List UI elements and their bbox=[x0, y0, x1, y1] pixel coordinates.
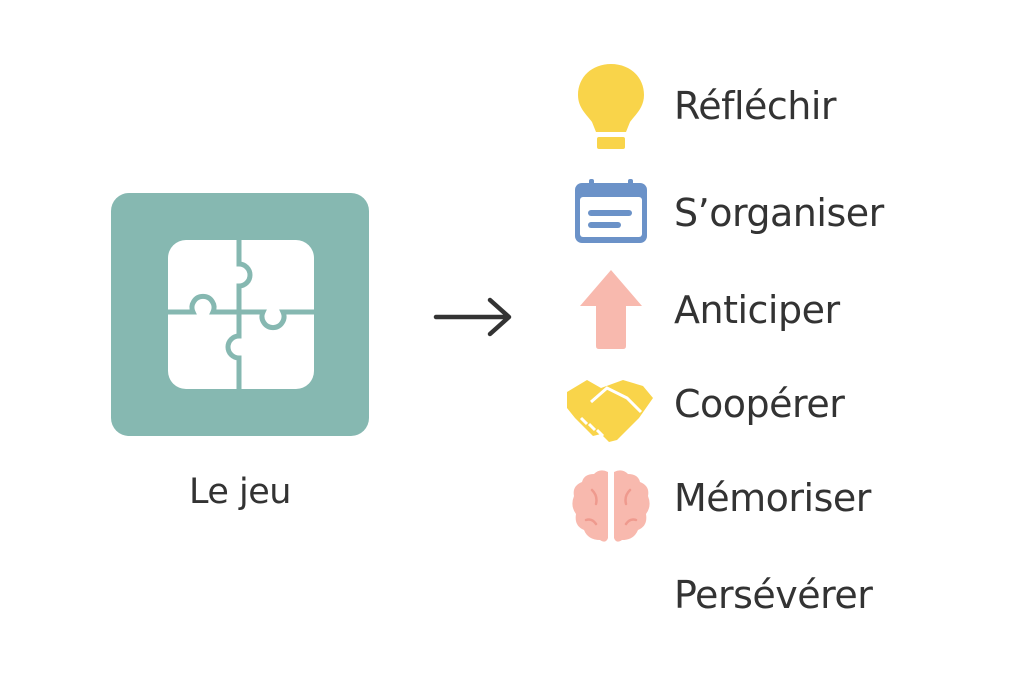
skill-label-cooperer: Coopérer bbox=[674, 382, 845, 426]
game-label: Le jeu bbox=[189, 472, 291, 512]
skill-label-perseverer: Persévérer bbox=[674, 573, 873, 617]
skill-label-sorganiser: S’organiser bbox=[674, 191, 884, 235]
lightbulb-icon bbox=[578, 64, 644, 149]
arrow-up-icon bbox=[580, 270, 642, 349]
puzzle-icon bbox=[168, 240, 314, 389]
calendar-icon bbox=[575, 179, 647, 243]
handshake-icon bbox=[567, 380, 653, 442]
skill-label-anticiper: Anticiper bbox=[674, 288, 840, 332]
game-tile bbox=[111, 193, 369, 436]
brain-icon bbox=[572, 470, 650, 542]
arrow-right-icon bbox=[433, 297, 512, 337]
skill-label-reflechir: Réfléchir bbox=[674, 84, 837, 128]
skill-label-memoriser: Mémoriser bbox=[674, 476, 871, 520]
